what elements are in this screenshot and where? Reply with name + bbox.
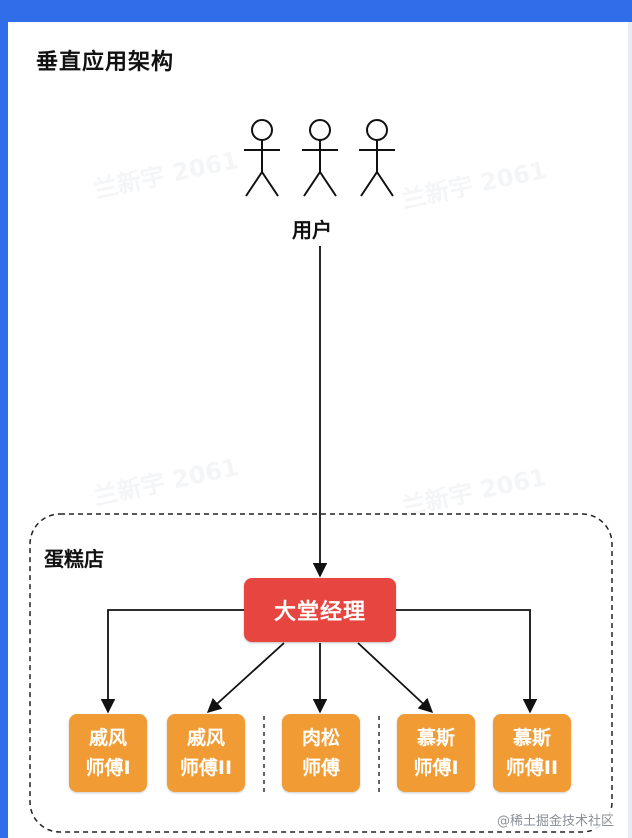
manager-to-chef-5-arrow	[396, 609, 538, 714]
user-icon	[244, 119, 280, 197]
cake-shop-label: 蛋糕店	[44, 547, 104, 571]
chef-role: 师傅II	[179, 757, 233, 779]
chef-name: 慕斯	[512, 727, 551, 749]
chef-node: 肉松 师傅	[282, 714, 360, 792]
chef-name: 戚风	[88, 727, 127, 749]
chef-name: 戚风	[186, 727, 225, 749]
manager-to-chef-2-arrow	[206, 642, 285, 713]
lobby-manager-node: 大堂经理	[244, 578, 396, 642]
chef-name: 慕斯	[416, 727, 455, 749]
chef-node: 慕斯 师傅II	[493, 714, 571, 792]
manager-to-chef-4-arrow	[357, 642, 434, 713]
chef-node: 戚风 师傅I	[69, 714, 147, 792]
user-icon	[359, 119, 395, 197]
chef-role: 师傅I	[85, 757, 131, 779]
source-footer: @稀土掘金技术社区	[492, 809, 618, 830]
chef-node: 戚风 师傅II	[167, 714, 245, 792]
cake-shop-boundary	[29, 513, 613, 833]
chef-node: 慕斯 师傅I	[397, 714, 475, 792]
diagram-title: 垂直应用架构	[36, 50, 175, 75]
right-frame-bar	[628, 22, 632, 838]
top-frame-bar	[0, 0, 632, 22]
lobby-manager-label: 大堂经理	[273, 600, 366, 625]
users-label: 用户	[292, 218, 332, 242]
left-frame-bar	[0, 22, 8, 838]
chef-role: 师傅	[301, 757, 340, 779]
manager-to-chef-1-arrow	[100, 609, 244, 714]
chef-role: 师傅II	[505, 757, 559, 779]
user-icon	[302, 119, 338, 197]
chef-role: 师傅I	[413, 757, 459, 779]
chef-name: 肉松	[301, 727, 340, 749]
